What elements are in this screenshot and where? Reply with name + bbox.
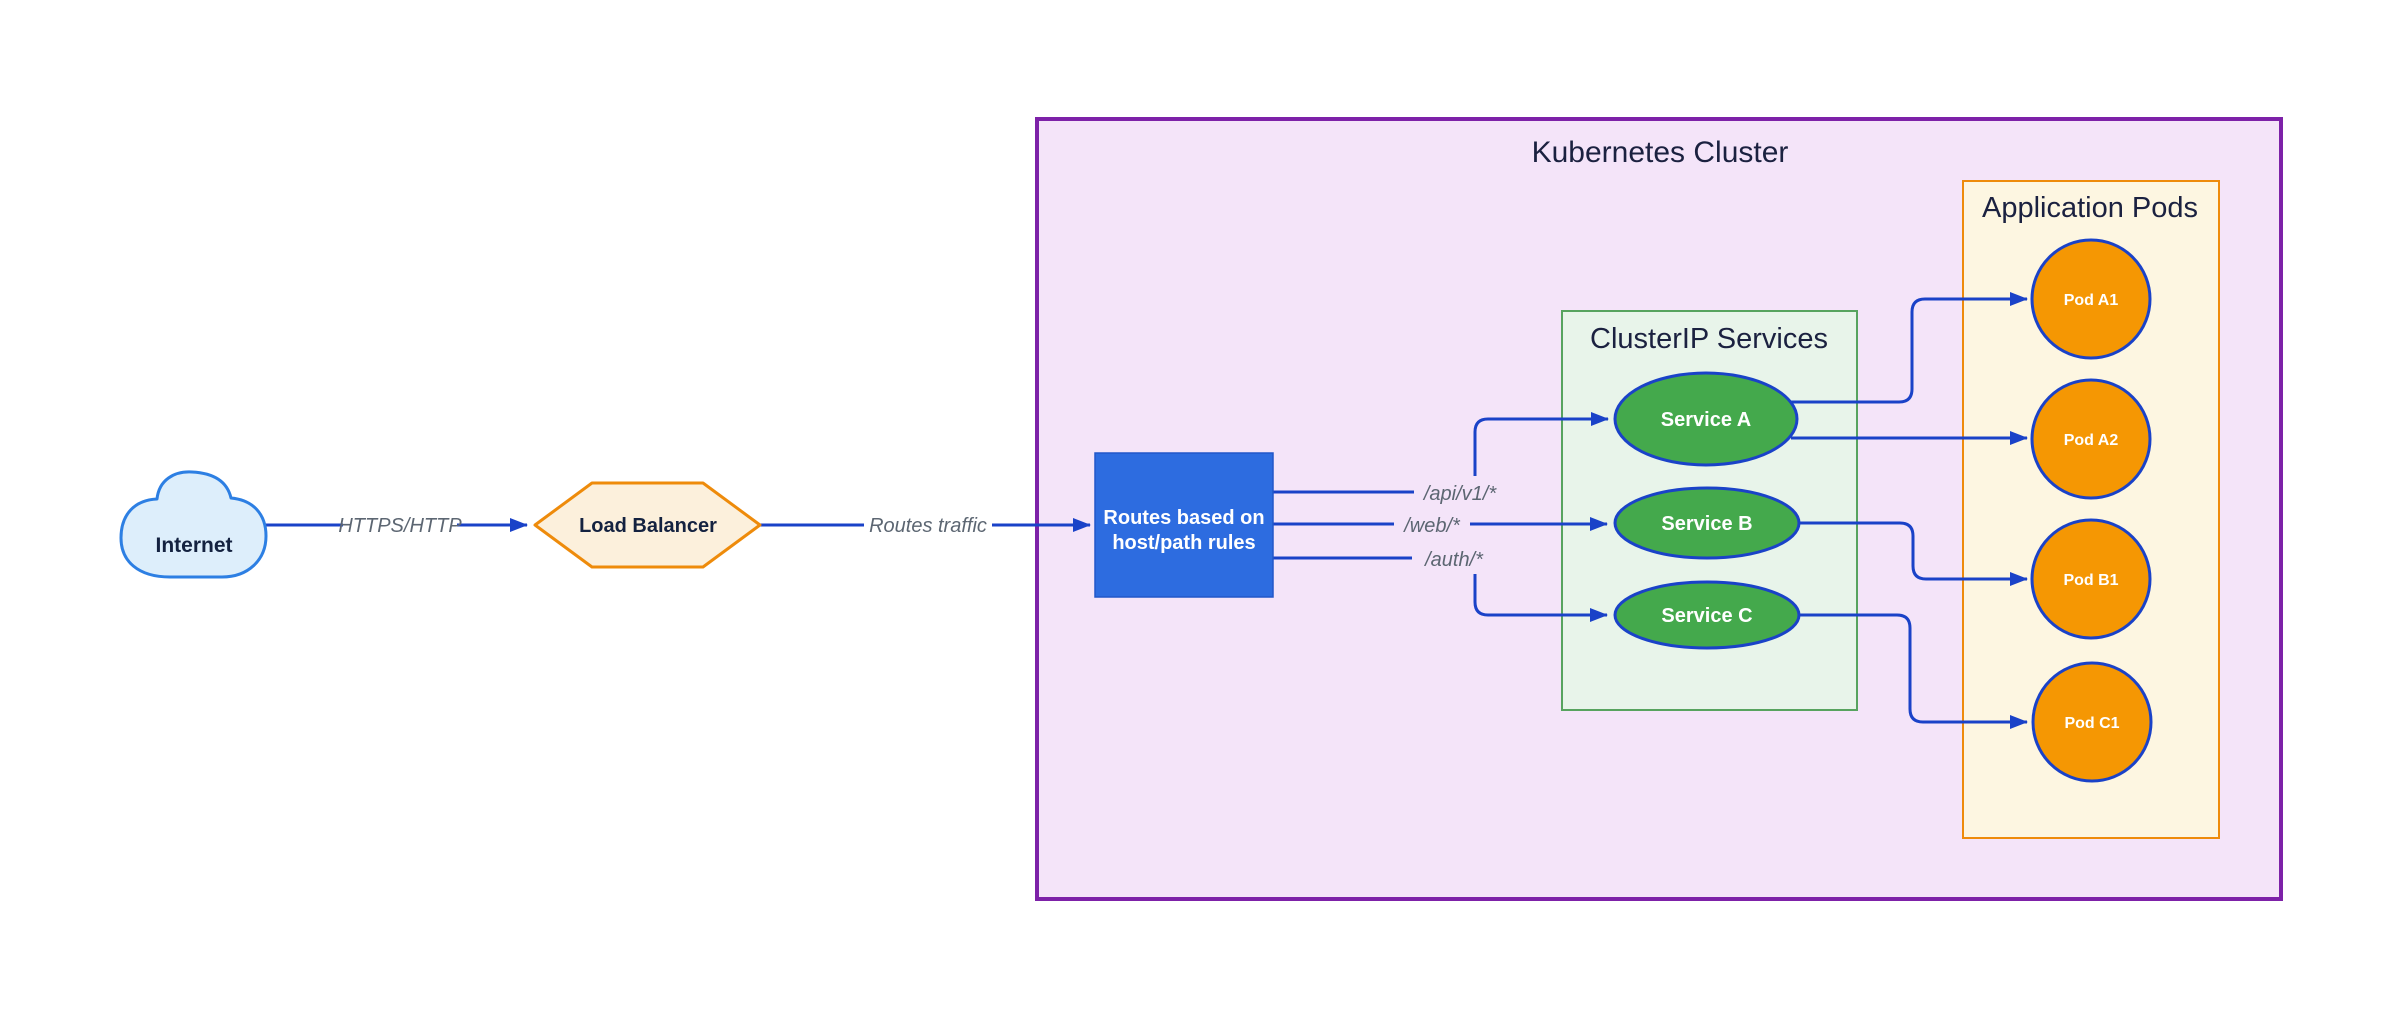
edge-label-bg xyxy=(343,507,457,541)
pod-a1-shape xyxy=(2030,238,2152,360)
node-internet: Internet xyxy=(119,470,268,579)
node-pod-a2: Pod A2 xyxy=(2030,378,2152,500)
service-b-label: Service B xyxy=(1661,513,1752,535)
edge-label-bg xyxy=(1394,508,1470,540)
pod-b1-label: Pod B1 xyxy=(2063,572,2118,589)
node-service-c: Service C xyxy=(1613,580,1801,650)
service-b-shape xyxy=(1613,486,1801,560)
ingress-shape xyxy=(1094,452,1274,598)
edge-label-text: /web/* xyxy=(1402,515,1461,537)
pod-a2-shape xyxy=(2030,378,2152,500)
edge-label-routes-traffic: Routes traffic xyxy=(864,507,992,541)
node-ingress: Routes based on host/path rules xyxy=(1094,452,1274,598)
edge-label-text: HTTPS/HTTP xyxy=(338,515,462,537)
cloud-shape xyxy=(119,470,268,579)
internet-label: Internet xyxy=(155,534,232,557)
edge-label-bg xyxy=(1412,542,1496,574)
node-service-b: Service B xyxy=(1613,486,1801,560)
service-c-label: Service C xyxy=(1661,605,1752,627)
pod-b1-shape xyxy=(2030,518,2152,640)
clusterip-services-title: ClusterIP Services xyxy=(1590,323,1828,355)
pod-a1-label: Pod A1 xyxy=(2064,292,2119,309)
hexagon-shape xyxy=(533,481,762,569)
application-pods-title: Application Pods xyxy=(1982,192,2198,224)
edge-label-text: /auth/* xyxy=(1423,549,1484,571)
service-c-shape xyxy=(1613,580,1801,650)
edge-service-c-to-pod-c1 xyxy=(1799,613,2028,729)
edge-label-text: Routes traffic xyxy=(869,515,987,537)
ingress-label-line1: Routes based on xyxy=(1103,507,1264,529)
edge-label-bg xyxy=(864,507,992,541)
edge-service-a-to-pod-a1 xyxy=(1790,292,2028,404)
node-pod-a1: Pod A1 xyxy=(2030,238,2152,360)
service-a-shape xyxy=(1613,371,1799,467)
edge-label-api-v1: /api/v1/* xyxy=(1414,476,1506,508)
service-a-label: Service A xyxy=(1661,409,1751,431)
ingress-label-line2: host/path rules xyxy=(1112,532,1255,554)
node-service-a: Service A xyxy=(1613,371,1799,467)
edge-label-text: /api/v1/* xyxy=(1422,483,1497,505)
node-pod-c1: Pod C1 xyxy=(2031,661,2153,783)
node-pod-b1: Pod B1 xyxy=(2030,518,2152,640)
edge-label-web: /web/* xyxy=(1394,508,1470,540)
kubernetes-cluster-title: Kubernetes Cluster xyxy=(1532,136,1789,169)
edge-label-auth: /auth/* xyxy=(1412,542,1496,574)
pod-c1-label: Pod C1 xyxy=(2064,715,2119,732)
edge-label-https-http: HTTPS/HTTP xyxy=(338,507,462,541)
node-load-balancer: Load Balancer xyxy=(533,481,762,569)
pod-c1-shape xyxy=(2031,661,2153,783)
edge-label-bg xyxy=(1414,476,1506,508)
load-balancer-label: Load Balancer xyxy=(579,515,717,537)
edge-service-b-to-pod-b1 xyxy=(1799,521,2028,586)
pod-a2-label: Pod A2 xyxy=(2064,432,2119,449)
